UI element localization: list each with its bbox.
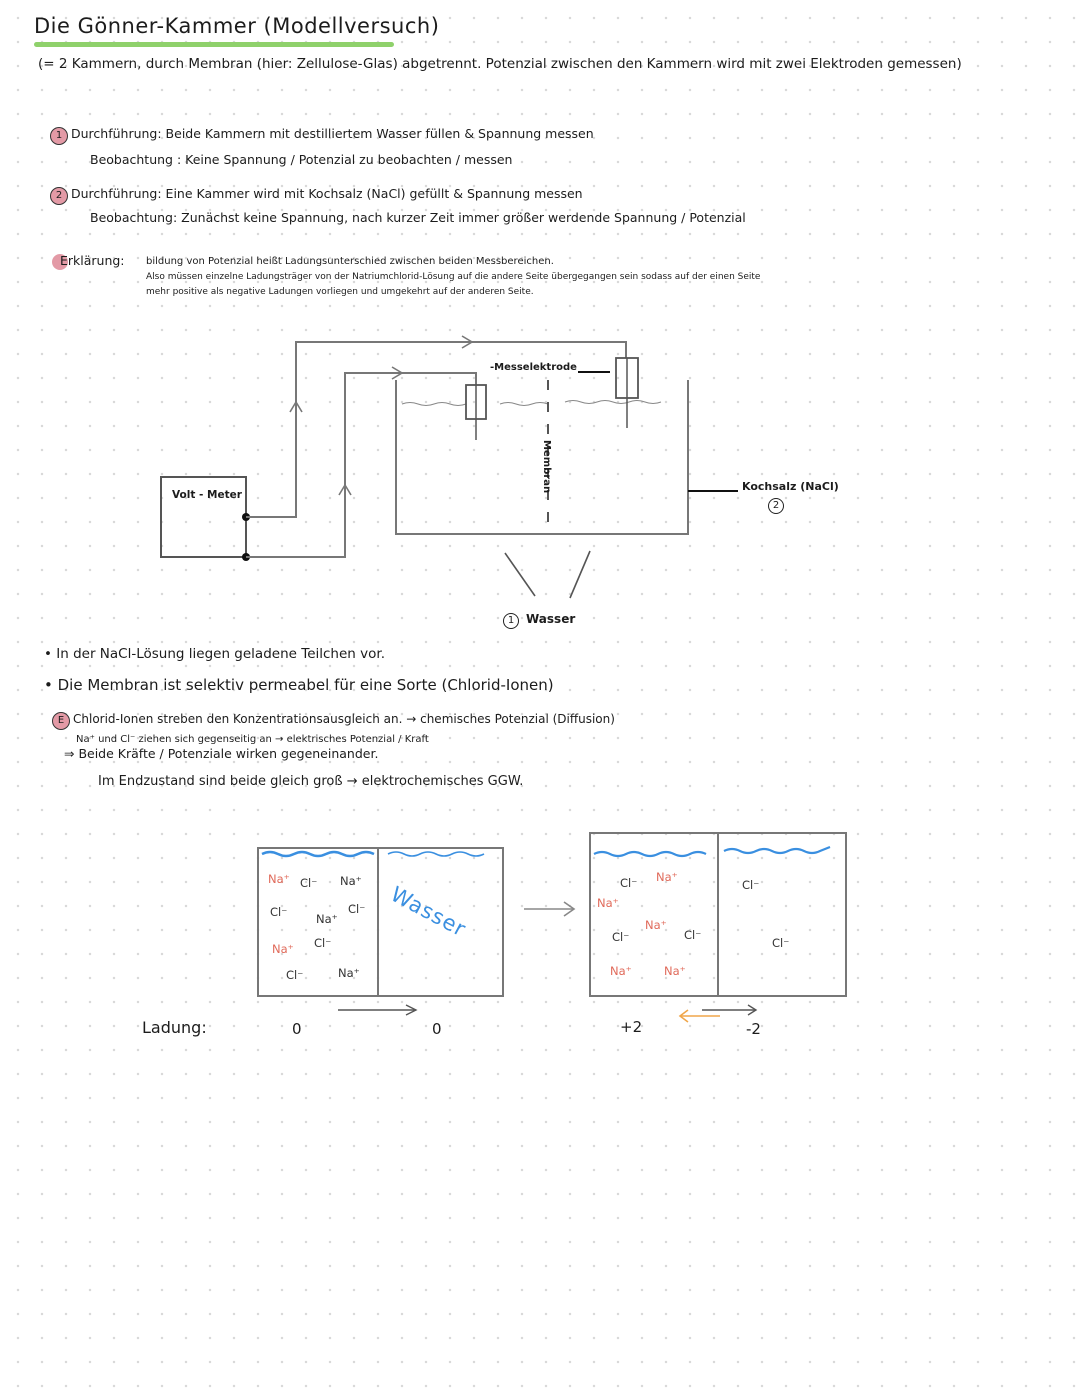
step-2-beobachtung: Beobachtung: Zunächst keine Spannung, na… xyxy=(90,210,746,225)
ion-na: Na⁺ xyxy=(610,964,632,978)
ion-na: Na⁺ xyxy=(340,874,362,888)
ion-na: Na⁺ xyxy=(316,912,338,926)
ion-cl: Cl⁻ xyxy=(270,905,288,919)
water-line-right-2 xyxy=(723,845,831,855)
messelektrode-label: -Messelektrode xyxy=(490,362,577,373)
chamber-container xyxy=(395,380,689,535)
membran-label: Membran xyxy=(541,440,552,494)
ion-na: Na⁺ xyxy=(656,870,678,884)
marker-dot xyxy=(52,253,68,270)
wasser-label: Wasser xyxy=(526,612,576,626)
ion-cl: Cl⁻ xyxy=(286,968,304,982)
explain-marker: E xyxy=(52,712,70,730)
ion-cl: Cl⁻ xyxy=(314,936,332,950)
explain-line-2: Na⁺ und Cl⁻ ziehen sich gegenseitig an →… xyxy=(76,734,429,745)
ion-cl: Cl⁻ xyxy=(772,936,790,950)
step-1-number: 1 xyxy=(50,127,68,145)
explain-line-3: ⇒ Beide Kräfte / Potenziale wirken gegen… xyxy=(64,746,379,761)
ion-na: Na⁺ xyxy=(664,964,686,978)
wasser-number: 1 xyxy=(503,613,519,629)
ion-na: Na⁺ xyxy=(338,966,360,980)
explain-line-4: Im Endzustand sind beide gleich groß → e… xyxy=(98,774,524,789)
wire-outer xyxy=(246,341,627,518)
wire-inner xyxy=(246,372,477,558)
erklaerung-line-3: mehr positive als negative Ladungen vorl… xyxy=(146,287,534,297)
ion-cl: Cl⁻ xyxy=(684,928,702,942)
ion-cl: Cl⁻ xyxy=(742,878,760,892)
erklaerung-line-2: Also müssen einzelne Ladungsträger von d… xyxy=(146,272,761,282)
ladung-label: Ladung: xyxy=(142,1018,207,1037)
ion-cl: Cl⁻ xyxy=(348,902,366,916)
water-line-right-1 xyxy=(593,850,707,858)
erklaerung-line-1: bildung von Potenzial heißt Ladungsunter… xyxy=(146,256,554,267)
ion-na: Na⁺ xyxy=(268,872,290,886)
erklaerung-label: Erklärung: xyxy=(52,253,125,270)
title-underline xyxy=(34,42,394,47)
charge-left-chamber-2: 0 xyxy=(432,1020,442,1038)
voltmeter-label: Volt - Meter xyxy=(172,489,242,501)
water-line-left-2 xyxy=(387,851,485,857)
ion-cl: Cl⁻ xyxy=(300,876,318,890)
charge-right-chamber-1: +2 xyxy=(620,1018,643,1036)
kochsalz-label: Kochsalz (NaCl) xyxy=(742,480,839,493)
beaker-before xyxy=(257,847,504,997)
ion-cl: Cl⁻ xyxy=(620,876,638,890)
step-2-number: 2 xyxy=(50,187,68,205)
ion-na: Na⁺ xyxy=(272,942,294,956)
water-line-left-1 xyxy=(261,850,375,858)
ion-na: Na⁺ xyxy=(645,918,667,932)
charge-left-chamber-1: 0 xyxy=(292,1020,302,1038)
step-1-beobachtung: Beobachtung : Keine Spannung / Potenzial… xyxy=(90,152,513,167)
ion-na: Na⁺ xyxy=(597,896,619,910)
kochsalz-number: 2 xyxy=(768,498,784,514)
bullet-2: • Die Membran ist selektiv permeabel für… xyxy=(44,676,554,694)
page-title: Die Gönner-Kammer (Modellversuch) xyxy=(34,14,440,38)
intro-text: (= 2 Kammern, durch Membran (hier: Zellu… xyxy=(38,56,962,72)
ion-cl: Cl⁻ xyxy=(612,930,630,944)
charge-right-chamber-2: -2 xyxy=(746,1020,761,1038)
bullet-1: • In der NaCl-Lösung liegen geladene Tei… xyxy=(44,646,385,662)
